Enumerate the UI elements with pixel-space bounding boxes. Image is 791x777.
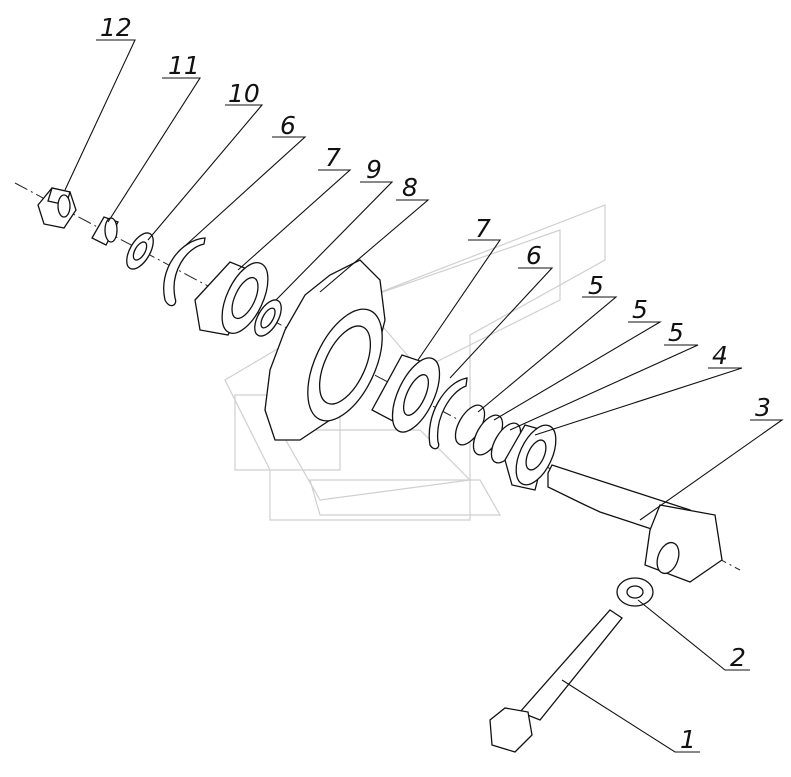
part-7-bearing-left	[194, 261, 269, 336]
part-2-washer	[616, 577, 654, 607]
callout-1: 1	[680, 725, 696, 754]
part-12-hex-nut	[37, 187, 77, 229]
part-6-circlip-right	[428, 377, 468, 450]
part-7-bearing-right	[371, 354, 441, 433]
callout-5-b: 5	[632, 295, 648, 324]
callout-2: 2	[730, 643, 746, 672]
callout-11: 11	[168, 51, 200, 80]
callout-5-a: 5	[588, 271, 604, 300]
callout-6-right: 6	[526, 241, 542, 270]
callout-6-top: 6	[280, 111, 296, 140]
callout-9: 9	[366, 155, 382, 184]
part-8-sprocket	[264, 259, 386, 441]
callout-7-top: 7	[325, 143, 341, 172]
part-10-washer	[126, 232, 154, 270]
callout-12: 12	[100, 13, 132, 42]
part-1-bolt	[489, 609, 623, 753]
callout-3: 3	[755, 393, 771, 422]
callout-5-c: 5	[668, 318, 684, 347]
part-11-spacer	[91, 216, 119, 246]
callout-7-right: 7	[475, 214, 491, 243]
callout-labels: 12 11 10 6 7 9 8 7 6 5 5 5 4 3 2 1	[100, 13, 771, 754]
part-4-bushing	[504, 424, 557, 491]
part-5-washers	[454, 404, 522, 464]
part-6-circlip-left	[163, 237, 206, 307]
callout-10: 10	[228, 79, 260, 108]
part-3-axle	[547, 464, 723, 583]
leader-lines	[64, 39, 784, 753]
callout-8: 8	[402, 173, 418, 202]
part-9-ring	[254, 299, 282, 337]
callout-4: 4	[712, 341, 728, 370]
